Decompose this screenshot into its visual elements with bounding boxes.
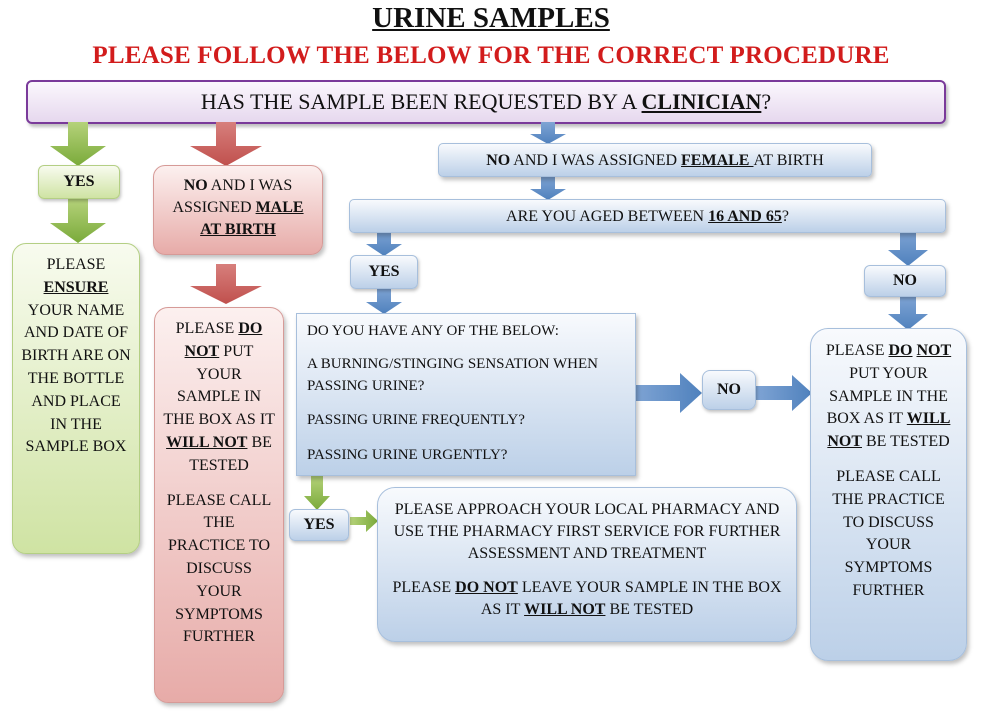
age-question-box: ARE YOU AGED BETWEEN 16 AND 65? bbox=[349, 199, 946, 233]
symptoms-heading: DO YOU HAVE ANY OF THE BELOW: bbox=[307, 323, 559, 339]
out-of-age-a: PLEASE DO NOT PUT YOUR SAMPLE IN THE BOX… bbox=[821, 340, 956, 454]
male-a-do: DO bbox=[238, 320, 263, 337]
out-a1: PLEASE bbox=[825, 342, 889, 359]
symptom-item: A BURNING/STINGING SENSATION WHEN PASSIN… bbox=[307, 356, 598, 394]
arrow-down-icon bbox=[190, 264, 262, 304]
page-title: URINE SAMPLES bbox=[372, 2, 610, 34]
female-no: NO bbox=[486, 152, 511, 169]
arrow-right-icon bbox=[756, 375, 812, 411]
symptoms-no-label: NO bbox=[702, 370, 756, 410]
yes-clinician-label: YES bbox=[38, 165, 120, 199]
out-a2: PUT YOUR SAMPLE IN THE BOX AS IT bbox=[826, 342, 956, 428]
pharmacy-do-not: DO NOT bbox=[455, 579, 518, 596]
pharmacy-will-not: WILL NOT bbox=[524, 601, 606, 618]
male-a2: PUT YOUR SAMPLE IN THE BOX AS IT bbox=[163, 342, 279, 429]
male-advice-box: PLEASE DO NOT PUT YOUR SAMPLE IN THE BOX… bbox=[154, 307, 284, 703]
female-emph: FEMALE bbox=[681, 152, 754, 169]
out-of-age-b: PLEASE CALL THE PRACTICE TO DISCUSS YOUR… bbox=[832, 467, 945, 599]
male-a3: BE TESTED bbox=[189, 433, 276, 474]
symptom-item: PASSING URINE FREQUENTLY? bbox=[307, 412, 525, 428]
pharmacy-p2a: PLEASE bbox=[392, 579, 456, 596]
male-emph: MALE AT BIRTH bbox=[200, 199, 304, 238]
arrow-down-icon bbox=[190, 122, 262, 166]
question-emph: CLINICIAN bbox=[641, 89, 762, 114]
question-suffix: ? bbox=[761, 89, 772, 114]
arrow-down-icon bbox=[50, 199, 106, 243]
arrow-right-icon bbox=[634, 373, 702, 413]
symptoms-yes-label: YES bbox=[289, 509, 349, 541]
arrow-right-icon bbox=[350, 510, 378, 532]
arrow-down-icon bbox=[888, 230, 928, 266]
pharmacy-box: PLEASE APPROACH YOUR LOCAL PHARMACY AND … bbox=[377, 487, 797, 642]
female-question-box: NO AND I WAS ASSIGNED FEMALE AT BIRTH bbox=[438, 143, 872, 177]
arrow-down-icon bbox=[50, 122, 106, 166]
male-a-not: NOT bbox=[184, 342, 220, 360]
arrow-down-icon bbox=[366, 288, 402, 314]
pharmacy-warning: PLEASE DO NOT LEAVE YOUR SAMPLE IN THE B… bbox=[392, 577, 782, 621]
pharmacy-p2b: LEAVE YOUR SAMPLE IN THE BOX AS IT bbox=[480, 579, 785, 618]
age-end: ? bbox=[781, 208, 789, 225]
symptoms-box: DO YOU HAVE ANY OF THE BELOW: A BURNING/… bbox=[296, 313, 636, 476]
male-no: NO bbox=[183, 177, 208, 194]
question-prefix: HAS THE SAMPLE BEEN REQUESTED BY A bbox=[200, 89, 642, 114]
arrow-down-icon bbox=[530, 176, 566, 200]
male-a-will: WILL NOT bbox=[166, 433, 248, 451]
ensure-line1: PLEASE bbox=[46, 256, 106, 273]
page-subtitle: PLEASE FOLLOW THE BELOW FOR THE CORRECT … bbox=[92, 42, 890, 69]
arrow-down-icon bbox=[304, 476, 330, 510]
pharmacy-advice: PLEASE APPROACH YOUR LOCAL PHARMACY AND … bbox=[393, 501, 781, 562]
male-question-box: NO AND I WAS ASSIGNED MALE AT BIRTH bbox=[153, 165, 323, 255]
male-text: AND I WAS ASSIGNED bbox=[172, 177, 296, 216]
age-no-label: NO bbox=[864, 265, 946, 297]
arrow-down-icon bbox=[888, 296, 928, 330]
out-a-not: NOT bbox=[916, 342, 952, 359]
out-a3: BE TESTED bbox=[861, 433, 950, 451]
female-end: AT BIRTH bbox=[753, 152, 824, 169]
ensure-line2: ENSURE bbox=[43, 278, 109, 296]
pharmacy-p2c: BE TESTED bbox=[605, 601, 694, 618]
clinician-question: HAS THE SAMPLE BEEN REQUESTED BY A CLINI… bbox=[26, 80, 946, 124]
ensure-line3: YOUR NAME AND DATE OF BIRTH ARE ON THE B… bbox=[21, 301, 131, 456]
male-a1: PLEASE bbox=[175, 320, 239, 337]
age-emph: 16 AND 65 bbox=[708, 208, 782, 225]
age-yes-label: YES bbox=[350, 255, 418, 289]
out-of-age-box: PLEASE DO NOT PUT YOUR SAMPLE IN THE BOX… bbox=[810, 328, 967, 661]
ensure-details-box: PLEASE ENSURE YOUR NAME AND DATE OF BIRT… bbox=[12, 243, 140, 554]
out-a-do: DO bbox=[888, 342, 913, 359]
male-advice-b: PLEASE CALL THE PRACTICE TO DISCUSS YOUR… bbox=[166, 491, 272, 646]
female-text: AND I WAS ASSIGNED bbox=[510, 152, 682, 169]
out-a-will: WILL NOT bbox=[827, 410, 951, 451]
symptom-item: PASSING URINE URGENTLY? bbox=[307, 447, 508, 463]
male-advice-a: PLEASE DO NOT PUT YOUR SAMPLE IN THE BOX… bbox=[163, 318, 275, 478]
arrow-down-icon bbox=[366, 230, 402, 256]
arrow-down-icon bbox=[530, 122, 566, 144]
age-text: ARE YOU AGED BETWEEN bbox=[506, 208, 709, 225]
